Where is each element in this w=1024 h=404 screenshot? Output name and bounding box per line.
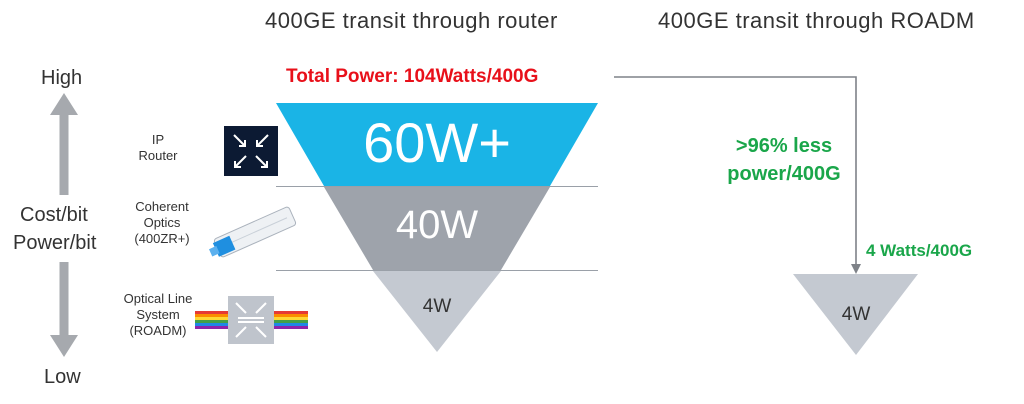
optics-module-icon: [209, 206, 297, 258]
axis-low-label: Low: [44, 366, 81, 388]
axis-high-label: High: [41, 67, 83, 89]
cost-axis-arrow: [50, 93, 78, 357]
layer-label-line: Optical Line: [123, 291, 193, 306]
savings-label: >96% less power/400G: [714, 132, 854, 188]
connector-arrow: [614, 76, 861, 274]
router-title: 400GE transit through router: [265, 8, 558, 33]
layer-coherent-optics: [324, 187, 550, 270]
roadm-title: 400GE transit through ROADM: [658, 8, 975, 33]
layer-label-coherent-optics: Coherent Optics (400ZR+): [124, 199, 200, 247]
layer-label-line: Router: [138, 148, 178, 163]
layer-ip-router: [276, 103, 598, 186]
layer-label-line: System: [136, 307, 180, 322]
savings-line-2: power/400G: [727, 163, 841, 185]
layer-label-line: (400ZR+): [134, 231, 190, 246]
roadm-triangle: [793, 274, 918, 355]
layer-value-coherent-optics: 40W: [395, 203, 479, 247]
roadm-icon: [195, 296, 308, 344]
layer-label-line: (ROADM): [129, 323, 187, 338]
layer-label-ip-router: IP Router: [128, 132, 188, 164]
layer-label-line: Coherent: [135, 199, 189, 214]
roadm-value: 4W: [841, 304, 871, 325]
axis-metric-cost: Cost/bit: [20, 204, 88, 226]
layer-value-ols: 4W: [422, 296, 452, 317]
savings-line-1: >96% less: [735, 135, 833, 157]
layer-label-line: IP: [151, 132, 165, 147]
layer-ols: [373, 271, 501, 352]
roadm-power-label: 4 Watts/400G: [866, 241, 973, 260]
layer-value-ip-router: 60W+: [363, 111, 511, 174]
layer-label-line: Optics: [143, 215, 181, 230]
total-power-label: Total Power: 104Watts/400G: [286, 66, 539, 87]
layer-label-ols: Optical Line System (ROADM): [112, 291, 204, 339]
router-icon: [224, 126, 278, 176]
axis-metric-power: Power/bit: [13, 232, 97, 254]
